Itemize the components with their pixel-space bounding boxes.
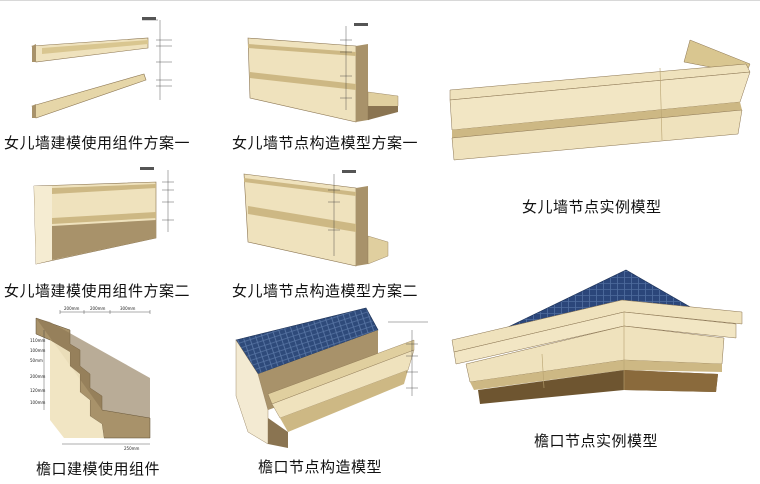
eave-node-drawing [235,307,428,448]
parapet-node-2-drawing [243,170,389,267]
caption-parapet-component-1: 女儿墙建模使用组件方案一 [4,134,191,152]
dim-top-2: 200mm [90,306,106,311]
panel-parapet-example: 女儿墙节点实例模型 [446,36,752,226]
dim-left-1: 110mm [30,338,46,343]
panel-eave-component: 200mm 200mm 300mm 110mm 100mm 50mm 200mm… [0,300,210,484]
eave-component-drawing: 200mm 200mm 300mm 110mm 100mm 50mm 200mm… [30,306,151,450]
caption-parapet-component-2: 女儿墙建模使用组件方案二 [4,282,191,300]
panel-parapet-component-2: 女儿墙建模使用组件方案二 [0,160,210,310]
parapet-example-drawing [449,39,751,161]
dim-left-6: 100mm [30,400,46,405]
dim-bottom-1: 250mm [124,446,140,450]
caption-parapet-example: 女儿墙节点实例模型 [522,198,662,216]
parapet-component-2-drawing [33,167,174,265]
panel-parapet-component-1: 女儿墙建模使用组件方案一 [0,0,210,160]
caption-eave-example: 檐口节点实例模型 [534,432,659,450]
caption-eave-component: 檐口建模使用组件 [36,460,161,478]
dim-left-5: 120mm [30,388,46,393]
dim-top-1: 200mm [64,306,80,311]
parapet-component-1-drawing [31,17,172,119]
eave-example-drawing [451,269,743,404]
panel-eave-example: 檐口节点实例模型 [446,266,752,484]
dim-left-3: 50mm [30,358,43,363]
dim-top-3: 300mm [120,306,136,311]
top-divider [0,0,760,1]
panel-eave-node: 檐口节点构造模型 [228,300,438,484]
panel-parapet-node-1: 女儿墙节点构造模型方案一 [228,0,438,160]
panel-parapet-node-2: 女儿墙节点构造模型方案二 [228,160,438,310]
caption-parapet-node-1: 女儿墙节点构造模型方案一 [232,134,419,152]
parapet-node-1-drawing [247,23,399,123]
caption-parapet-node-2: 女儿墙节点构造模型方案二 [232,282,419,300]
dim-left-4: 200mm [30,374,46,379]
dim-left-2: 100mm [30,348,46,353]
caption-eave-node: 檐口节点构造模型 [258,458,383,476]
